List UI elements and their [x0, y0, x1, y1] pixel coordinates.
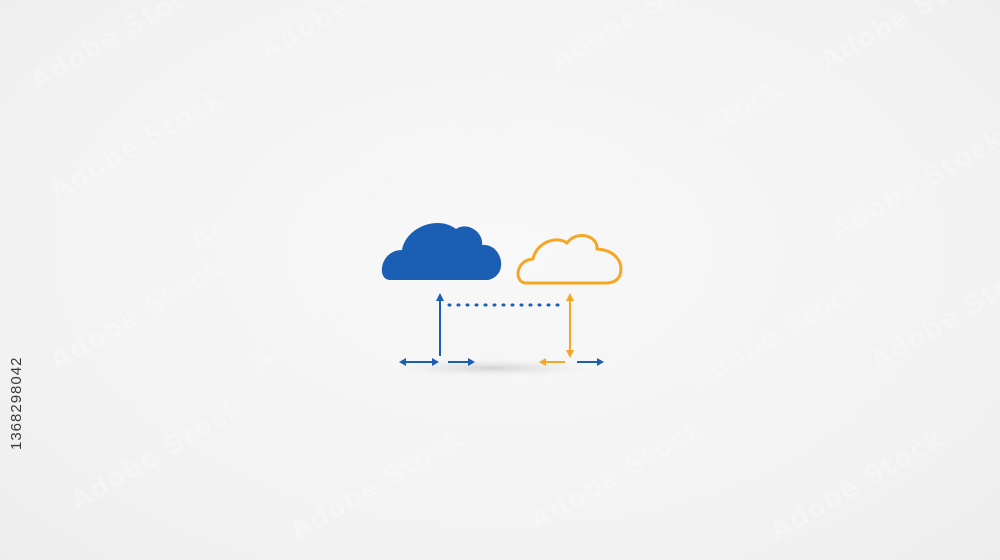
watermark: Adobe Stock [685, 273, 870, 397]
arrow-icon [399, 358, 406, 366]
watermark: Adobe Stock [545, 0, 730, 77]
watermark: Adobe Stock [45, 83, 230, 207]
stock-id: 1368298042 [8, 356, 25, 450]
arrow-icon [468, 358, 475, 366]
watermark: Adobe Stock [825, 123, 1000, 247]
watermark: Adobe Stock [255, 0, 440, 67]
watermark: Adobe Stock [45, 253, 230, 377]
watermark: Adobe Stock [25, 0, 210, 97]
watermark: Adobe Stock [865, 253, 1000, 377]
filled-cloud-icon [381, 223, 502, 280]
arrow-icon [539, 358, 546, 366]
outline-cloud-icon [516, 233, 623, 285]
arrow-icon [436, 293, 444, 301]
watermark: Adobe Stock [285, 423, 470, 547]
arrow-icon [432, 358, 439, 366]
arrow-icon [566, 350, 574, 358]
arrow-icon [597, 358, 604, 366]
watermark: Adobe Stock [185, 133, 370, 257]
illustration-svg [381, 223, 623, 377]
watermark: Adobe Stock [365, 83, 550, 207]
watermark: Adobe Stock [765, 423, 950, 547]
watermark: Adobe Stock [605, 73, 790, 197]
watermark: Adobe Stock [815, 0, 1000, 77]
cloud-connection-illustration [370, 205, 640, 385]
arrow-icon [566, 293, 574, 301]
watermark: Adobe Stock [65, 393, 250, 517]
watermark: Adobe Stock [525, 413, 710, 537]
